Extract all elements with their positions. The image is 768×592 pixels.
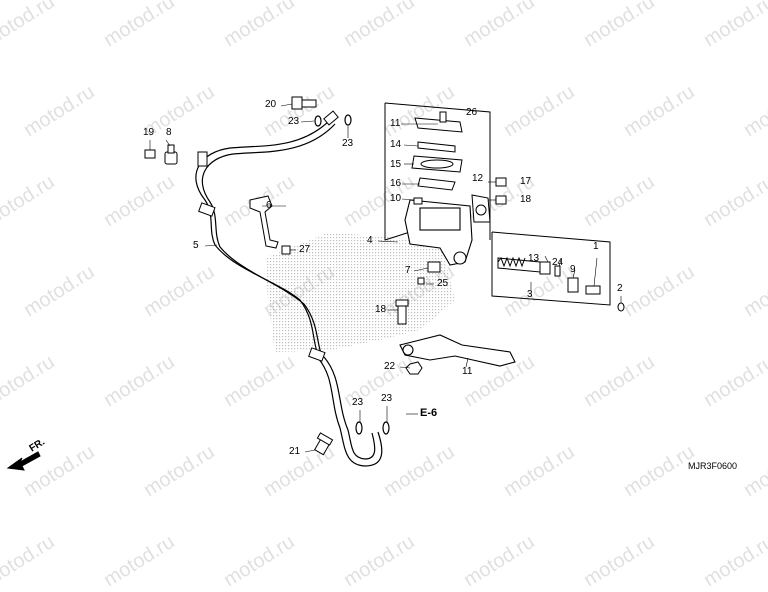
part-label: 11 (390, 118, 401, 129)
part-label: 2 (617, 283, 623, 294)
part-label: 27 (299, 244, 311, 255)
part-label: 19 (143, 127, 155, 138)
part-label: 13 (528, 253, 540, 264)
leader-lines (149, 103, 622, 453)
handlebar-clamp (471, 194, 491, 223)
piston-kit-frame (491, 231, 611, 306)
clutch-switch (417, 261, 441, 285)
front-direction-arrow-icon (6, 451, 41, 471)
part-label: 14 (390, 139, 402, 150)
banjo-bolt-top (291, 96, 317, 110)
part-label: 7 (405, 265, 411, 276)
part-label: 20 (265, 99, 277, 110)
hose-fittings (197, 110, 339, 362)
part-label: 1 (593, 241, 599, 252)
piston-spring (497, 256, 526, 268)
pivot-bolt (395, 299, 409, 325)
part-label: 4 (367, 235, 373, 246)
clutch-lever (399, 334, 516, 367)
part-label: 6 (266, 200, 272, 211)
part-label: 16 (390, 178, 402, 189)
hose-lower (317, 356, 383, 467)
reference-marker: E-6 (420, 407, 438, 419)
boot-part (617, 302, 625, 312)
bleed-screw-parts (144, 144, 178, 165)
part-label: 25 (437, 278, 449, 289)
part-label: 5 (193, 240, 199, 251)
pivot-nut (405, 361, 423, 375)
part-label: 18 (375, 304, 387, 315)
part-label: 12 (472, 173, 484, 184)
part-label: 22 (384, 361, 396, 372)
clamp-bolts (495, 177, 507, 205)
part-label: 23 (288, 116, 300, 127)
sealing-washers (314, 114, 390, 435)
part-label: 26 (466, 107, 478, 118)
parts-drawing (6, 96, 625, 471)
part-label: 21 (289, 446, 301, 457)
hose-clamp-bracket (249, 195, 279, 249)
part-label: 3 (527, 289, 533, 300)
part-label: 23 (352, 397, 364, 408)
stipple-shading (265, 232, 455, 352)
diagram-code: MJR3F0600 (688, 461, 738, 471)
hose-upper (195, 119, 336, 357)
part-label: 23 (342, 138, 354, 149)
part-label: 17 (520, 176, 532, 187)
part-label: 10 (390, 193, 402, 204)
part-label: 18 (520, 194, 532, 205)
piston-kit (497, 257, 601, 295)
master-cylinder-body (404, 199, 473, 266)
part-label: 11 (462, 366, 473, 377)
banjo-bolt-bottom (313, 432, 334, 456)
part-label: 23 (381, 393, 393, 404)
part-label: 24 (552, 257, 564, 268)
reservoir-assembly-frame (384, 102, 491, 241)
part-label: 15 (390, 159, 402, 170)
part-label: 8 (166, 127, 172, 138)
part-label: 9 (570, 264, 576, 275)
